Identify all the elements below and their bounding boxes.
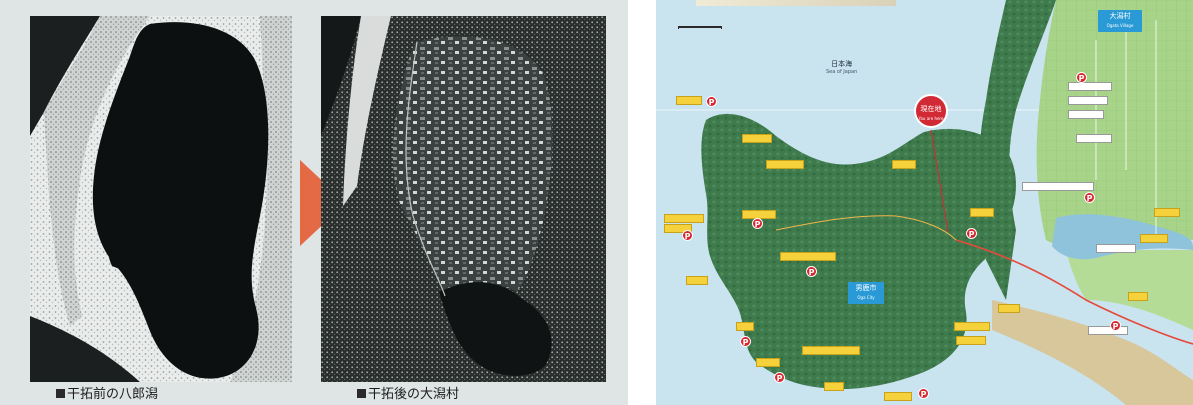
place-tag xyxy=(766,160,804,169)
before-caption-text: 干拓前の八郎潟 xyxy=(67,387,159,402)
before-reclamation-photo xyxy=(30,16,292,382)
place-tag xyxy=(970,208,994,217)
info-tag xyxy=(1076,134,1112,143)
place-tag xyxy=(1140,234,1168,243)
parking-icon: P xyxy=(774,372,785,383)
place-tag xyxy=(956,336,986,345)
after-caption: 干拓後の大潟村 xyxy=(357,387,459,403)
place-tag xyxy=(736,322,754,331)
place-tag xyxy=(780,252,836,261)
sea-label: 日本海 Sea of Japan xyxy=(826,60,857,76)
place-tag xyxy=(954,322,990,331)
place-tag xyxy=(742,134,772,143)
place-tag xyxy=(802,346,860,355)
legend-strip xyxy=(696,0,896,6)
square-bullet-icon xyxy=(56,389,65,398)
village-name: 大潟村 xyxy=(1109,12,1131,20)
parking-icon: P xyxy=(682,230,693,241)
info-tag xyxy=(1068,110,1104,119)
current-location-text: 現在地 xyxy=(920,105,942,113)
place-tag xyxy=(998,304,1020,313)
current-location-marker: 現在地 You are here xyxy=(914,94,948,128)
info-tag xyxy=(1096,244,1136,253)
place-tag xyxy=(1154,208,1180,217)
info-tag xyxy=(1068,82,1112,91)
place-tag xyxy=(756,358,780,367)
current-location-text-en: You are here xyxy=(918,116,944,121)
parking-icon: P xyxy=(752,218,763,229)
info-tag xyxy=(1068,96,1108,105)
place-tag xyxy=(884,392,912,401)
map-base xyxy=(656,0,1193,405)
place-tag xyxy=(1128,292,1148,301)
panel-gap xyxy=(628,0,656,405)
parking-icon: P xyxy=(1076,72,1087,83)
city-badge: 男鹿市 Oga City xyxy=(848,282,884,304)
place-tag xyxy=(664,224,692,233)
parking-icon: P xyxy=(806,266,817,277)
square-bullet-icon xyxy=(357,389,366,398)
parking-icon: P xyxy=(1084,192,1095,203)
place-tag xyxy=(676,96,702,105)
scale-bar xyxy=(678,26,722,29)
sea-name: 日本海 xyxy=(831,60,853,68)
parking-icon: P xyxy=(918,388,929,399)
parking-icon: P xyxy=(740,336,751,347)
place-tag xyxy=(686,276,708,285)
village-name-en: Ogata Village xyxy=(1106,23,1134,28)
info-tag xyxy=(1088,326,1128,335)
place-tag xyxy=(892,160,916,169)
info-tag xyxy=(1022,182,1094,191)
city-name: 男鹿市 xyxy=(855,284,877,292)
village-badge: 大潟村 Ogata Village xyxy=(1098,10,1142,32)
tourist-map-panel: 日本海 Sea of Japan 大潟村 Ogata Village 男鹿市 O… xyxy=(656,0,1193,405)
sea-name-en: Sea of Japan xyxy=(826,69,858,75)
city-name-en: Oga City xyxy=(857,295,875,300)
before-caption: 干拓前の八郎潟 xyxy=(56,387,158,403)
parking-icon: P xyxy=(966,228,977,239)
place-tag xyxy=(824,382,844,391)
after-caption-text: 干拓後の大潟村 xyxy=(368,387,460,402)
after-reclamation-photo xyxy=(321,16,606,382)
parking-icon: P xyxy=(706,96,717,107)
place-tag xyxy=(664,214,704,223)
photo-comparison-panel: 干拓前の八郎潟 干拓後の大潟村 xyxy=(0,0,628,405)
parking-icon: P xyxy=(1110,320,1121,331)
